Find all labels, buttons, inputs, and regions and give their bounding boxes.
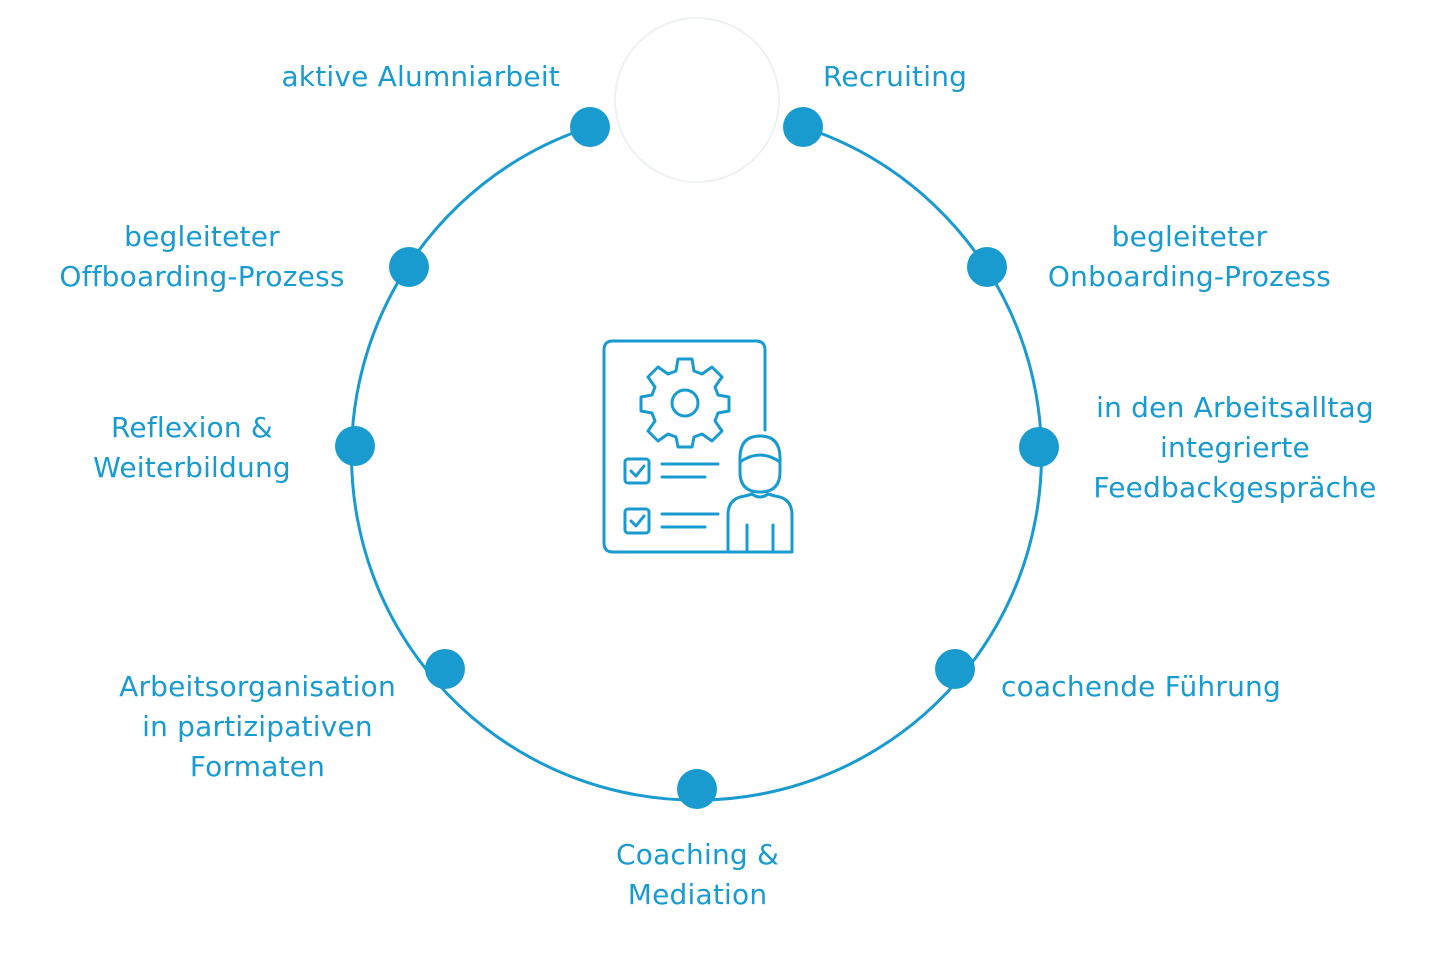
- node-dot-feedback: [1019, 427, 1059, 467]
- label-recruiting: Recruiting: [823, 60, 968, 93]
- node-dots: [335, 107, 1059, 809]
- person-icon: [726, 434, 794, 554]
- node-dot-alumni: [570, 107, 610, 147]
- node-dot-onboarding: [967, 247, 1007, 287]
- checkbox-icon: [623, 457, 651, 485]
- gap-faint-circle: [614, 17, 780, 183]
- document-outline: [602, 339, 767, 554]
- node-dot-reflexion: [335, 426, 375, 466]
- label-arbeitsorganisation: Arbeitsorganisation in partizipativen Fo…: [119, 670, 396, 783]
- label-fuehrung: coachende Führung: [1001, 670, 1281, 703]
- node-dot-offboarding: [389, 247, 429, 287]
- node-dot-recruiting: [783, 107, 823, 147]
- gear-icon: [639, 357, 731, 449]
- label-alumni: aktive Alumniarbeit: [281, 60, 560, 93]
- node-dot-arbeitsorganisation: [425, 649, 465, 689]
- label-onboarding: begleiteter Onboarding-Prozess: [1047, 220, 1332, 293]
- label-feedback: in den Arbeitsalltag integrierte Feedbac…: [1093, 391, 1377, 504]
- checkbox-icon: [623, 507, 651, 535]
- label-reflexion: Reflexion & Weiterbildung: [93, 411, 291, 484]
- node-dot-coaching: [677, 769, 717, 809]
- checklist-gear-person-icon: [602, 339, 794, 554]
- label-offboarding: begleiteter Offboarding-Prozess: [59, 220, 345, 293]
- label-coaching: Coaching & Mediation: [615, 838, 779, 911]
- node-dot-fuehrung: [935, 649, 975, 689]
